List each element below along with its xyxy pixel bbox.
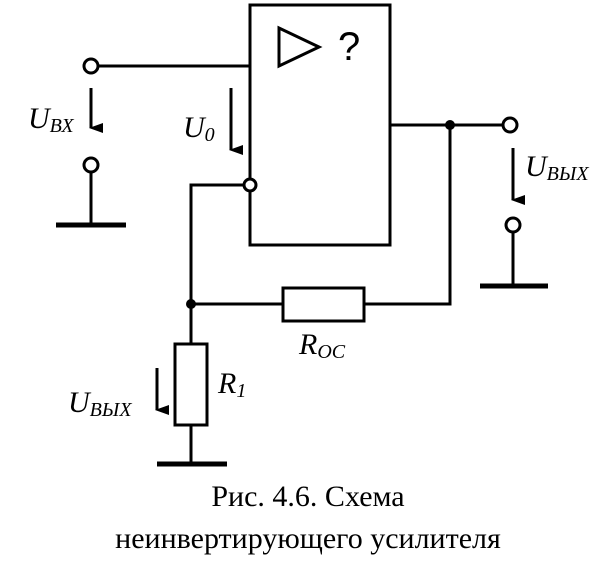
amplifier-unknown-mark: ? — [338, 25, 360, 69]
feedback-wire-right — [364, 125, 452, 306]
feedback-node-wire — [189, 183, 244, 344]
label-u-out-left: UВЫХ — [68, 386, 132, 421]
input-terminal-top — [82, 57, 100, 75]
figure-caption-line-2: неинвертирующего усилителя — [115, 522, 501, 555]
figure-caption-line-1: Рис. 4.6. Схема — [211, 480, 405, 513]
label-r-oc: RОС — [298, 328, 346, 363]
label-u-in: UВХ — [28, 102, 74, 137]
amplifier-block — [248, 3, 392, 247]
resistor-roc — [281, 286, 366, 323]
output-terminal-top — [501, 116, 519, 134]
output-terminal-bottom — [504, 216, 522, 234]
inverting-input-terminal — [242, 177, 258, 193]
amplifier-triangle-icon — [277, 25, 323, 69]
label-u-out-right: UВЫХ — [525, 150, 589, 185]
input-terminal-bottom — [82, 156, 100, 174]
label-u0: U0 — [183, 111, 215, 146]
resistor-r1 — [173, 342, 209, 427]
label-r1: R1 — [217, 367, 246, 402]
feedback-junction-dot — [186, 299, 196, 309]
